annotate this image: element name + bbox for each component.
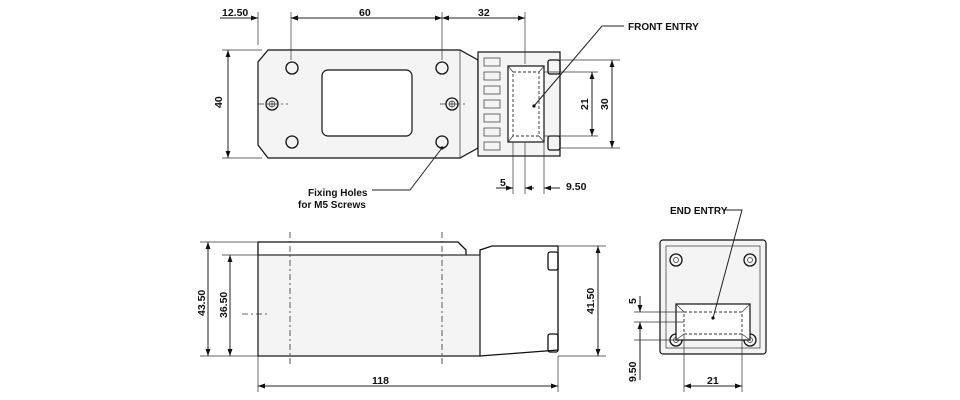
dim-head-length: 32 xyxy=(478,7,490,19)
dim-height-inner: 36.50 xyxy=(218,292,230,318)
top-view-window xyxy=(321,69,413,137)
dim-outer-entry: 30 xyxy=(599,98,611,110)
end-entry-slot xyxy=(675,303,751,341)
dim-entry-offset-top: 5 xyxy=(500,177,506,189)
label-fixing-holes-2: for M5 Screws xyxy=(298,200,366,211)
dim-offset-top: 12.50 xyxy=(222,7,248,19)
dim-length: 118 xyxy=(372,375,389,387)
dim-entry-depth-top: 9.50 xyxy=(566,181,587,193)
dim-entry-offset-end: 5 xyxy=(627,298,639,304)
front-entry-slot xyxy=(507,65,545,143)
fixing-holes xyxy=(285,61,449,149)
dim-entry-width-end: 21 xyxy=(707,375,719,387)
label-end-entry: END ENTRY xyxy=(670,206,728,217)
dim-height-top: 40 xyxy=(213,96,225,108)
label-fixing-holes-1: Fixing Holes xyxy=(308,188,368,199)
dim-hole-spacing: 60 xyxy=(359,7,371,19)
side-view-body xyxy=(257,254,481,357)
dim-height-total: 43.50 xyxy=(196,290,208,316)
side-view: 43.50 36.50 41.50 118 xyxy=(196,232,606,392)
label-front-entry: FRONT ENTRY xyxy=(628,22,699,33)
end-view: END ENTRY 5 9.50 21 xyxy=(627,206,767,392)
dim-head-height: 41.50 xyxy=(585,288,597,314)
top-view: 12.50 60 32 40 21 30 5 9.50 FRONT ENTRY … xyxy=(213,7,699,211)
dim-entry-depth-end: 9.50 xyxy=(627,361,639,382)
dim-inner-entry: 21 xyxy=(579,98,591,110)
